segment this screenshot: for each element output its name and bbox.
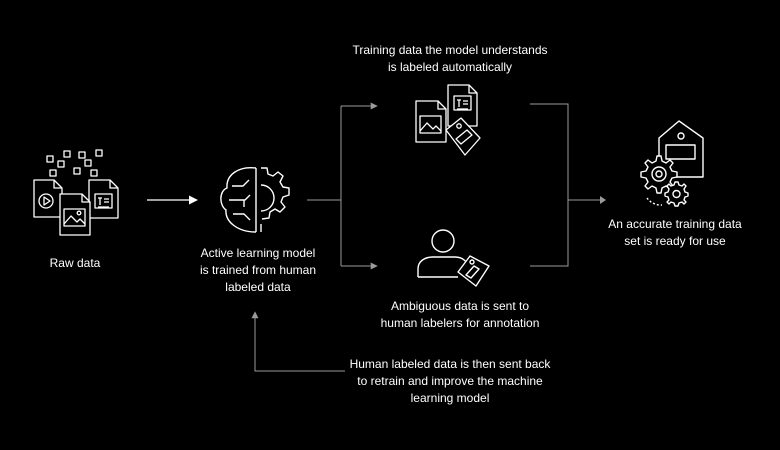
raw-data-label: Raw data — [49, 256, 101, 270]
merge-connector — [530, 103, 600, 267]
tagged-gears-icon — [640, 120, 704, 207]
feedback-label: Human labeled data is then sent back to … — [349, 357, 551, 405]
model-label: Active learning model is trained from hu… — [199, 246, 317, 294]
auto-label-text: Training data the model understands is l… — [352, 43, 548, 74]
feedback-connector — [251, 311, 345, 372]
brain-gear-icon — [220, 167, 290, 233]
result-label: An accurate training data set is ready f… — [608, 217, 742, 248]
labeled-files-icon — [415, 84, 481, 156]
split-connector — [307, 106, 342, 266]
human-label-text: Ambiguous data is sent to human labelers… — [380, 299, 540, 330]
file-stack-icon — [33, 149, 119, 236]
arrow-to-result-head — [600, 196, 606, 204]
person-tag-icon — [417, 229, 490, 287]
